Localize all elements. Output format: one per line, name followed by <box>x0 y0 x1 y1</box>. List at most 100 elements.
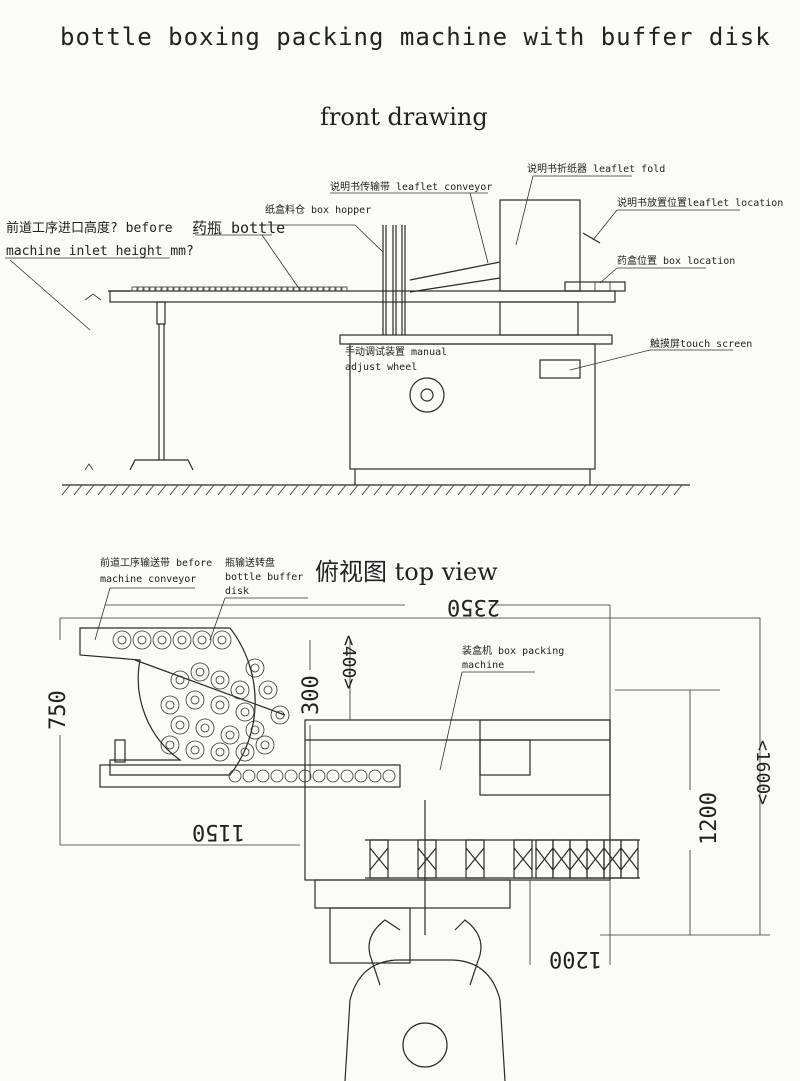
bottle <box>165 700 175 710</box>
bottle <box>240 747 250 757</box>
bottle <box>149 286 156 292</box>
dim-inlet-offset: 300 <box>299 675 324 715</box>
bottle <box>287 286 294 292</box>
buffer-disk-bottles <box>112 630 290 762</box>
hatch-line <box>325 484 335 496</box>
bottle <box>275 710 285 720</box>
top-view: 俯视图 top view 前道工序输送带 before machine conv… <box>46 556 773 1081</box>
hatch-line <box>433 484 443 496</box>
bottle <box>155 286 162 292</box>
bottle <box>284 769 298 783</box>
bottle <box>160 695 180 715</box>
hatch-line <box>73 484 83 496</box>
label-buffer-line1: 瓶输送转盘 <box>225 556 275 569</box>
leaflet-fold-unit <box>499 199 581 292</box>
hatch-line <box>229 484 239 496</box>
bottle <box>230 680 250 700</box>
bottle <box>239 286 246 292</box>
bottle <box>185 740 205 760</box>
bottle <box>263 286 270 292</box>
touch-screen <box>539 359 581 379</box>
hatch-line <box>217 484 227 496</box>
bottle <box>242 769 256 783</box>
bottle <box>250 725 260 735</box>
bottle <box>311 286 318 292</box>
bottle <box>161 286 168 292</box>
conveyor-bottles <box>228 769 396 783</box>
bottle <box>215 286 222 292</box>
bottle <box>191 286 198 292</box>
hatch-line <box>637 484 647 496</box>
label-manual-wheel-line1: 手动调试装置 manual <box>345 345 447 358</box>
bottle <box>251 286 258 292</box>
bottle <box>260 740 270 750</box>
box-cross <box>535 847 554 871</box>
label-inlet-height-line2: machine inlet height mm? <box>6 244 194 259</box>
bottle <box>235 702 255 722</box>
label-packer-line1: 装盒机 box packing <box>462 644 564 657</box>
dim-disk-width: 750 <box>46 690 71 730</box>
bottle <box>354 769 368 783</box>
bottle <box>175 675 185 685</box>
hatch-line <box>529 484 539 496</box>
bottle <box>197 635 207 645</box>
bottle <box>195 667 205 677</box>
box-cross <box>569 847 588 871</box>
hatch-line <box>409 484 419 496</box>
hatch-line <box>313 484 323 496</box>
hatch-line <box>109 484 119 496</box>
machine-body <box>349 343 596 470</box>
label-manual-wheel-line2: adjust wheel <box>345 362 417 373</box>
dim-disk-length: 1150 <box>192 819 245 844</box>
hatch-line <box>277 484 287 496</box>
bottle <box>275 286 282 292</box>
bottle <box>323 286 330 292</box>
bottle <box>177 635 187 645</box>
bottle <box>341 286 348 292</box>
bottle <box>190 662 210 682</box>
bottle <box>172 630 192 650</box>
hatch-line <box>85 484 95 496</box>
bottle <box>215 675 225 685</box>
bottle <box>160 735 180 755</box>
box-hopper <box>382 225 406 335</box>
bottle <box>209 286 216 292</box>
box-cross <box>603 847 622 871</box>
bottle <box>210 695 230 715</box>
front-drawing-heading: front drawing <box>320 103 488 131</box>
bottle <box>152 630 172 650</box>
bottle <box>215 747 225 757</box>
bottle <box>250 663 260 673</box>
bottle <box>212 630 232 650</box>
bottle <box>170 715 190 735</box>
label-bottle: 药瓶 bottle <box>192 219 285 237</box>
box-carriers <box>369 839 639 879</box>
bottle <box>227 286 234 292</box>
front-view: 说明书折纸器 leaflet fold 说明书传输带 leaflet conve… <box>5 162 783 496</box>
bottle <box>235 685 245 695</box>
box <box>417 839 437 879</box>
dim-inlet-offset-alt: <400> <box>338 635 359 689</box>
bottle <box>167 286 174 292</box>
bottle <box>217 635 227 645</box>
bottle <box>200 723 210 733</box>
bottle <box>190 745 200 755</box>
bottle <box>270 705 290 725</box>
top-view-heading: 俯视图 top view <box>315 558 498 586</box>
hatch-line <box>265 484 275 496</box>
bottle <box>269 286 276 292</box>
bottle <box>210 670 230 690</box>
hatch-line <box>673 484 683 496</box>
box-cross <box>586 847 605 871</box>
box-cross <box>620 847 639 871</box>
ground-hatching <box>61 484 683 496</box>
bottle <box>210 742 230 762</box>
dim-total-length: 2350 <box>447 594 500 619</box>
hatch-line <box>421 484 431 496</box>
bottle <box>245 286 252 292</box>
hatch-line <box>361 484 371 496</box>
label-conveyor-line2: machine conveyor <box>100 574 196 585</box>
hatch-line <box>601 484 611 496</box>
bottle <box>175 720 185 730</box>
hatch-line <box>493 484 503 496</box>
